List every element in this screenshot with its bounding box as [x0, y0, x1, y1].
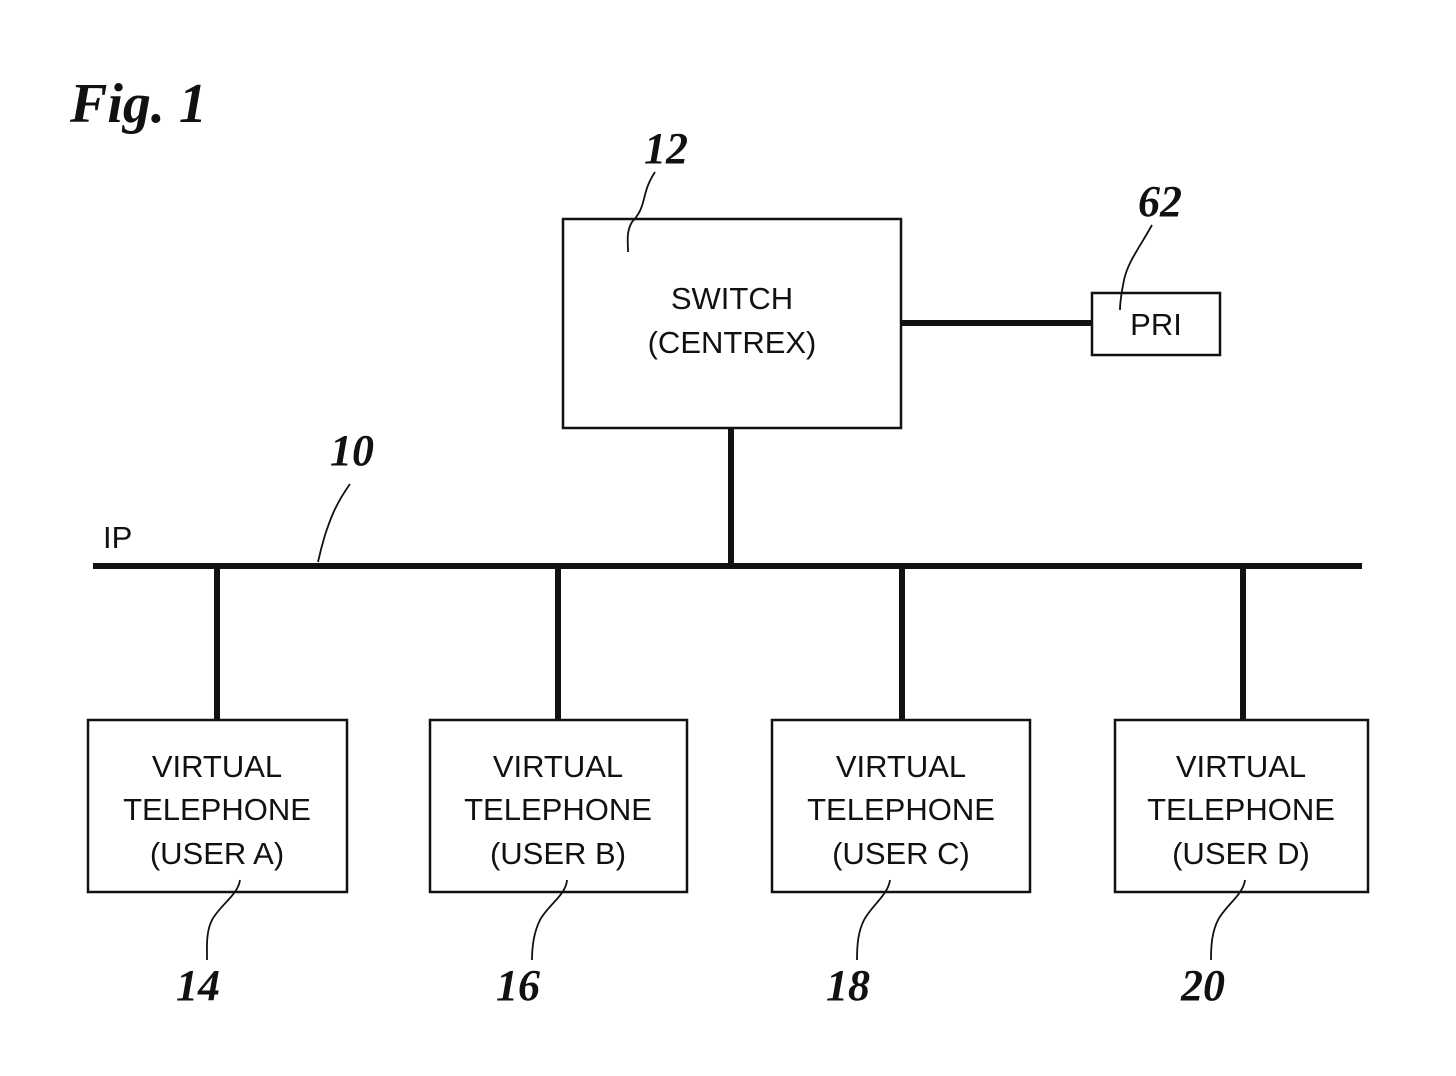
phone-c-ref-number: 18	[826, 961, 870, 1010]
phone-line1: VIRTUAL	[152, 749, 282, 784]
phone-line1: VIRTUAL	[836, 749, 966, 784]
switch-label-line2: (CENTREX)	[648, 325, 817, 360]
phone-line3: (USER B)	[490, 836, 626, 871]
phone-line3: (USER A)	[150, 836, 284, 871]
phone-line2: TELEPHONE	[464, 792, 652, 827]
ip-bus-label: IP	[103, 520, 132, 555]
phone-line3: (USER D)	[1172, 836, 1310, 871]
phone-d-ref-number: 20	[1180, 961, 1225, 1010]
phone-b-ref-number: 16	[496, 961, 540, 1010]
phone-line2: TELEPHONE	[807, 792, 995, 827]
ip-bus-ref-number: 10	[330, 426, 374, 475]
phone-line2: TELEPHONE	[123, 792, 311, 827]
phone-line1: VIRTUAL	[493, 749, 623, 784]
phone-line3: (USER C)	[832, 836, 970, 871]
virtual-telephone-user-d: VIRTUAL TELEPHONE (USER D)	[1115, 720, 1368, 892]
phone-line2: TELEPHONE	[1147, 792, 1335, 827]
switch-ref-number: 12	[644, 124, 688, 173]
ip-bus-ref-leader	[318, 484, 350, 562]
virtual-telephone-user-c: VIRTUAL TELEPHONE (USER C)	[772, 720, 1030, 892]
virtual-telephone-user-a: VIRTUAL TELEPHONE (USER A)	[88, 720, 347, 892]
switch-box	[563, 219, 901, 428]
pri-label: PRI	[1130, 307, 1182, 342]
figure-title: Fig. 1	[69, 73, 207, 135]
pri-ref-number: 62	[1138, 177, 1182, 226]
phone-line1: VIRTUAL	[1176, 749, 1306, 784]
virtual-telephone-user-b: VIRTUAL TELEPHONE (USER B)	[430, 720, 687, 892]
switch-label-line1: SWITCH	[671, 281, 793, 316]
phone-a-ref-number: 14	[176, 961, 220, 1010]
